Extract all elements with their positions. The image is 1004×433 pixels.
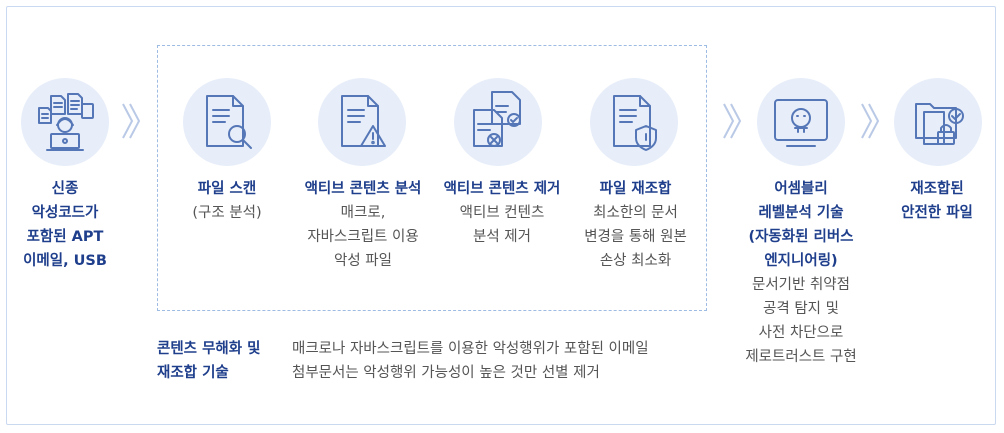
step-title-line: 액티브 콘텐츠 분석	[304, 181, 422, 197]
step-title-line: 악성코드가	[31, 205, 99, 221]
step-desc-line: 악성 파일	[334, 253, 392, 269]
step-title-line: 포함된 APT	[26, 229, 104, 245]
step-title-line: 파일 재조합	[599, 181, 672, 197]
step-title-line: 이메일, USB	[23, 253, 107, 269]
step-title-line: 안전한 파일	[901, 205, 973, 221]
step-desc-line: 공격 탐지 및	[763, 301, 839, 317]
flow-chevron-icon	[723, 103, 742, 139]
step-source: 신종 악성코드가 포함된 APT 이메일, USB	[5, 177, 125, 273]
step-desc-line: 최소한의 문서	[593, 205, 678, 221]
step-title-line: 신종	[51, 181, 79, 197]
footer-title-line: 재조합 기술	[157, 365, 229, 381]
step-desc-line: 제로트러스트 구현	[745, 349, 857, 365]
cdr-technology-description: 매크로나 자바스크립트를 이용한 악성행위가 포함된 이메일 첨부문서는 악성행…	[292, 337, 712, 385]
step-title-line: 엔지니어링)	[764, 253, 838, 269]
step-title-line: 파일 스캔	[197, 181, 257, 197]
step-desc-line: 문서기반 취약점	[752, 277, 850, 293]
step-safe-file: 재조합된 안전한 파일	[877, 177, 997, 225]
active-content-removal-icon	[454, 78, 542, 166]
step-desc-line: 자바스크립트 이용	[307, 229, 419, 245]
step-file-scan: 파일 스캔 (구조 분석)	[162, 177, 292, 225]
cdr-technology-title: 콘텐츠 무해화 및 재조합 기술	[157, 337, 297, 385]
footer-title-line: 콘텐츠 무해화 및	[157, 341, 261, 357]
step-desc-line: 매크로,	[340, 205, 386, 221]
footer-desc-line: 매크로나 자바스크립트를 이용한 악성행위가 포함된 이메일	[292, 341, 649, 357]
step-desc-line: 분석 제거	[473, 229, 531, 245]
step-title-line: (자동화된 리버스	[748, 229, 854, 245]
safe-file-icon	[894, 78, 982, 166]
cdr-process-group	[157, 45, 707, 311]
step-title-line: 레벨분석 기술	[758, 205, 844, 221]
flow-chevron-icon	[861, 103, 880, 139]
file-scan-icon	[183, 78, 271, 166]
reverse-engineering-icon	[757, 78, 845, 166]
step-title-line: 재조합된	[910, 181, 964, 197]
step-desc-line: 사전 차단으로	[758, 325, 844, 341]
step-reverse-engineering: 어셈블리 레벨분석 기술 (자동화된 리버스 엔지니어링) 문서기반 취약점 공…	[726, 177, 876, 369]
step-desc-line: 변경을 통해 원본	[584, 229, 687, 245]
step-desc-line: 손상 최소화	[599, 253, 672, 269]
step-file-rebuild: 파일 재조합 최소한의 문서 변경을 통해 원본 손상 최소화	[568, 177, 703, 273]
footer-desc-line: 첨부문서는 악성행위 가능성이 높은 것만 선별 제거	[292, 365, 600, 381]
step-active-analysis: 액티브 콘텐츠 분석 매크로, 자바스크립트 이용 악성 파일	[292, 177, 434, 273]
step-desc-line: (구조 분석)	[192, 205, 262, 221]
diagram-frame	[6, 6, 996, 425]
step-desc-line: 액티브 컨텐츠	[459, 205, 545, 221]
step-title-line: 어셈블리	[774, 181, 828, 197]
threat-sources-icon	[21, 78, 109, 166]
step-title-line: 액티브 콘텐츠 제거	[443, 181, 561, 197]
step-active-removal: 액티브 콘텐츠 제거 액티브 컨텐츠 분석 제거	[433, 177, 571, 249]
active-content-analysis-icon	[318, 78, 406, 166]
file-rebuild-icon	[590, 78, 678, 166]
flow-chevron-icon	[122, 103, 141, 139]
